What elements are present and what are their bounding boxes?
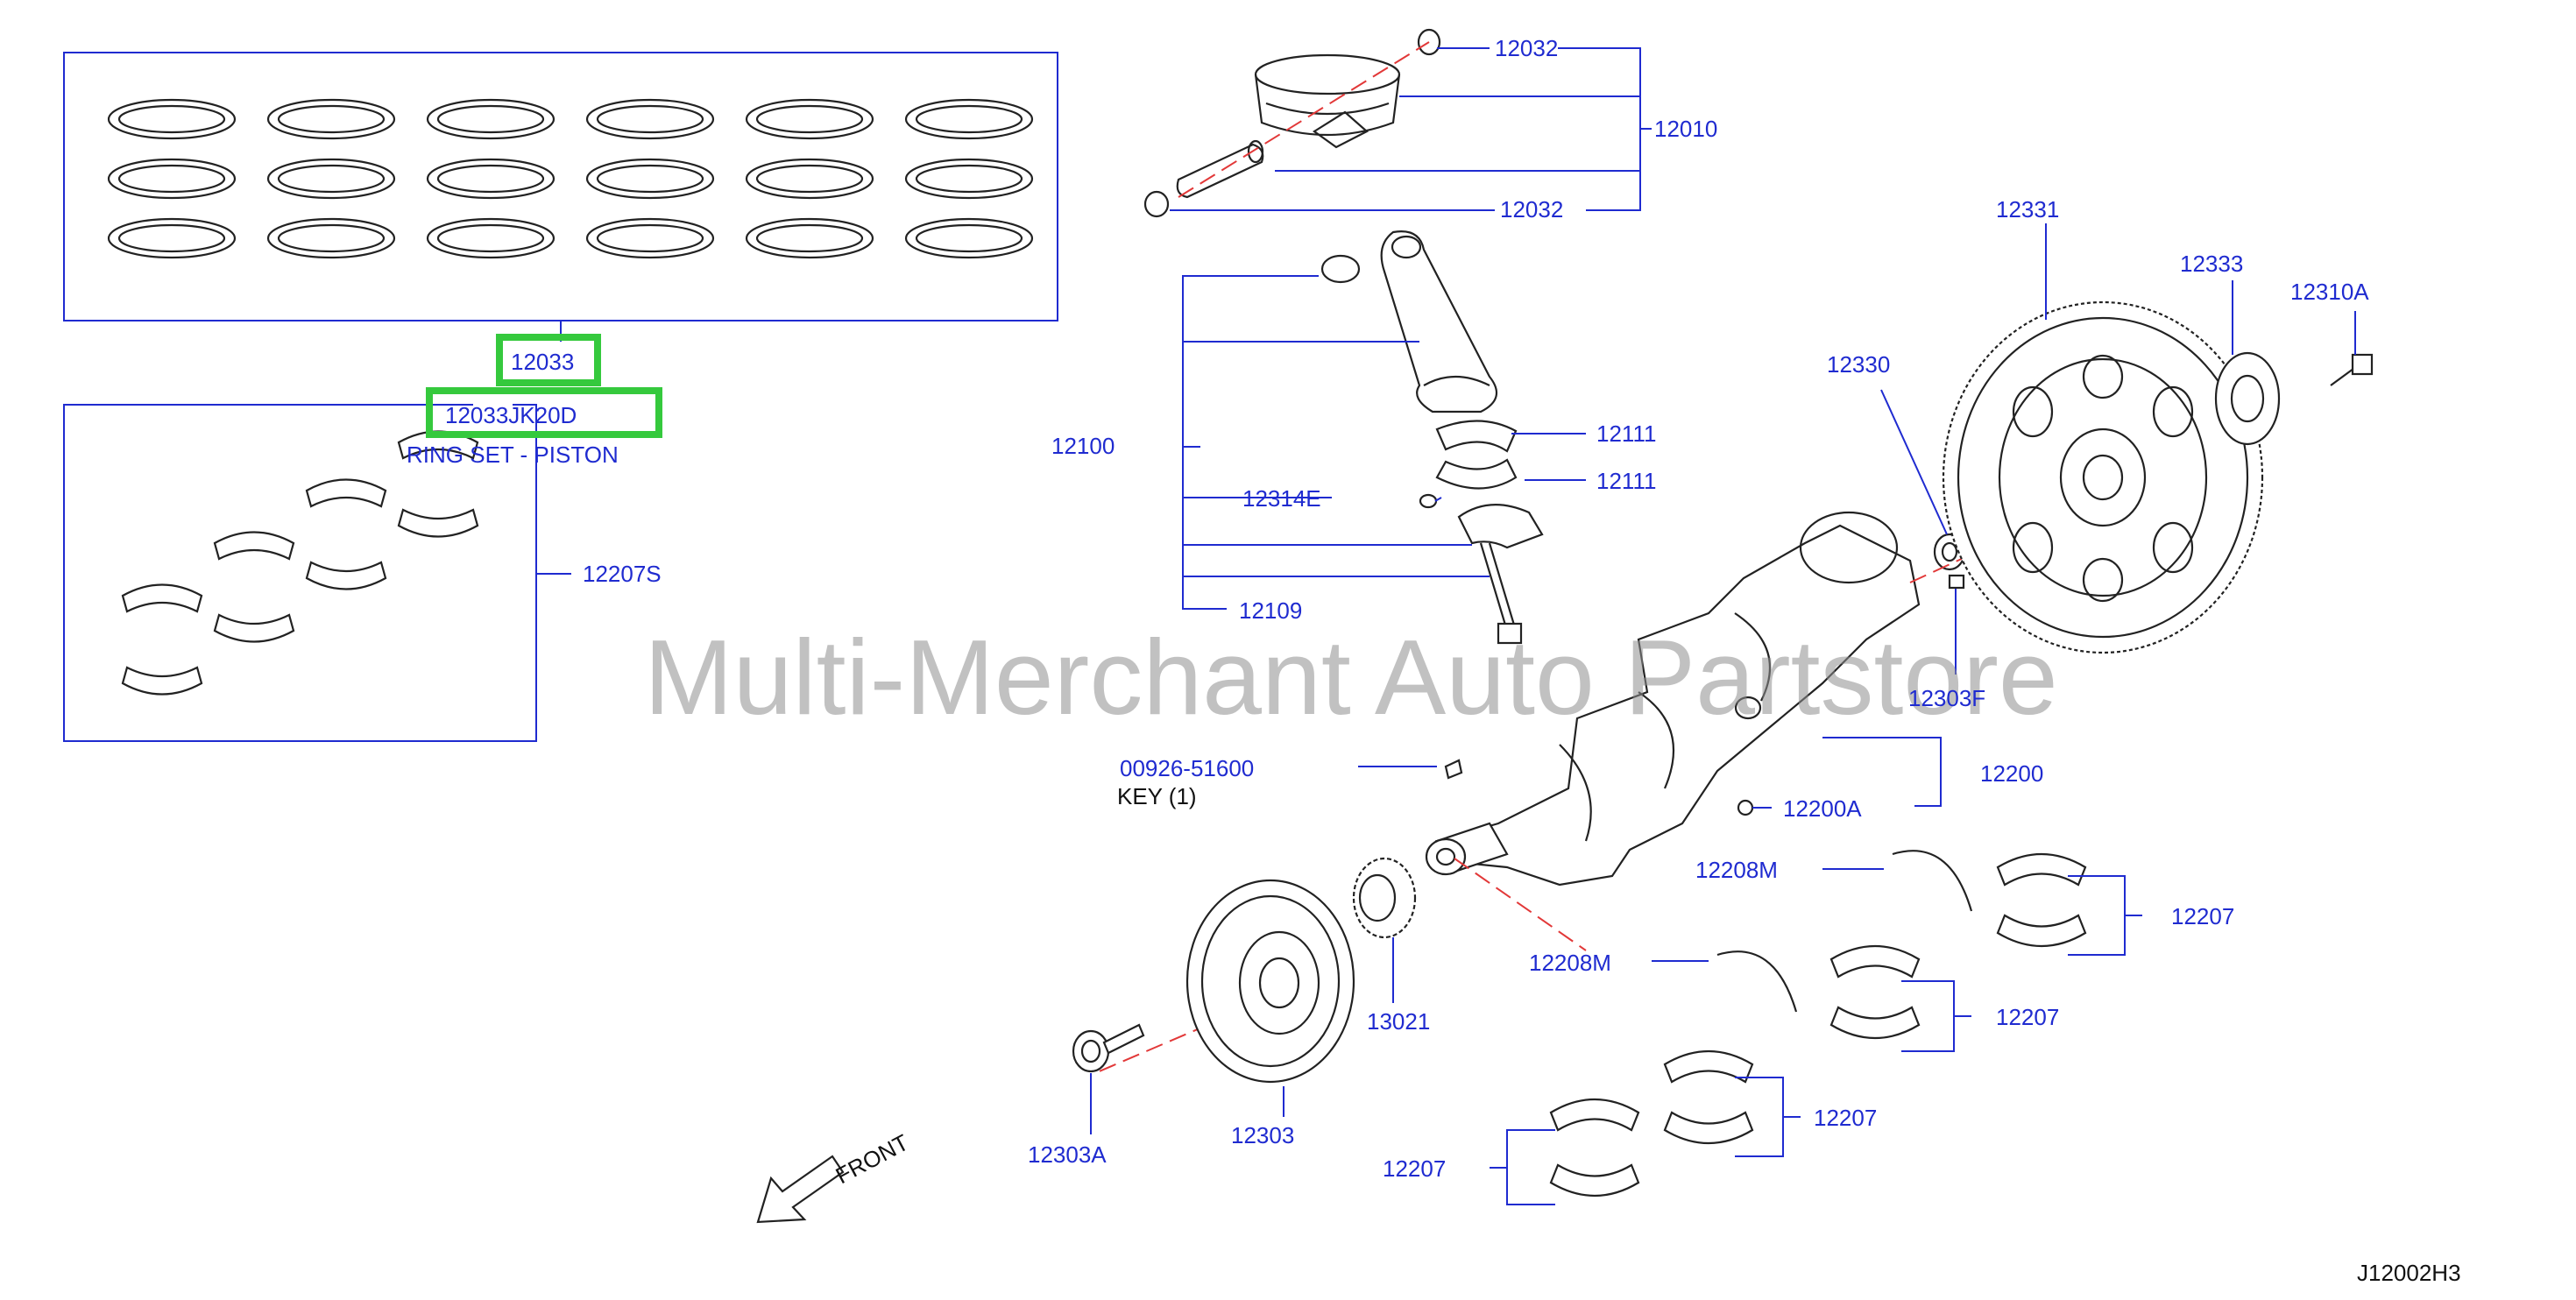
callout-12033[interactable]: 12033 [511, 349, 574, 375]
ring-group-6 [904, 98, 1034, 259]
callout-12111-upper[interactable]: 12111 [1596, 420, 1656, 447]
bearing-shell [121, 583, 203, 613]
callout-12207-third[interactable]: 12207 [1814, 1105, 1877, 1131]
main-bearing-pair-1[interactable] [1996, 853, 2087, 947]
front-direction-label: FRONT [832, 1129, 913, 1190]
callout-12207-second[interactable]: 12207 [1996, 1004, 2059, 1030]
connecting-rod-illustration[interactable] [1320, 230, 1544, 645]
bearing-shell [305, 561, 387, 590]
ring-group-5 [745, 98, 874, 259]
thrust-washer-2[interactable] [1716, 950, 1798, 1013]
bearing-shell [213, 531, 295, 561]
flywheel-bolt[interactable] [2330, 353, 2374, 386]
flywheel-illustration[interactable] [1942, 300, 2264, 654]
crank-key[interactable] [1444, 759, 1463, 780]
callout-12109[interactable]: 12109 [1239, 597, 1302, 624]
main-bearing-set-illustration[interactable] [63, 404, 537, 742]
callout-12207-first[interactable]: 12207 [2171, 903, 2234, 929]
callout-12207S[interactable]: 12207S [583, 561, 662, 587]
piston-ring-set-illustration[interactable] [63, 52, 1058, 321]
callout-12032-top[interactable]: 12032 [1495, 35, 1558, 61]
callout-12330[interactable]: 12330 [1827, 351, 1890, 378]
part-description: RING SET - PISTON [407, 442, 619, 468]
crankshaft-illustration[interactable] [1425, 511, 1921, 887]
piston-pin[interactable] [1176, 139, 1264, 199]
highlight-box-part-number [426, 387, 662, 438]
callout-12032-bottom[interactable]: 12032 [1500, 196, 1563, 223]
main-bearing-pair-2[interactable] [1829, 945, 1921, 1039]
ring-group-1 [107, 98, 237, 259]
callout-12333[interactable]: 12333 [2180, 251, 2243, 277]
front-arrow-icon [756, 1155, 845, 1224]
main-bearing-pair-3[interactable] [1663, 1050, 1754, 1144]
callout-12331[interactable]: 12331 [1996, 196, 2059, 223]
crankshaft-plug[interactable] [1737, 799, 1754, 816]
callout-12207-fourth[interactable]: 12207 [1383, 1155, 1446, 1182]
callout-00926-51600[interactable]: 00926-51600 [1120, 755, 1254, 781]
callout-12100[interactable]: 12100 [1051, 433, 1115, 459]
bearing-shell [397, 430, 479, 460]
reinforcement-plate[interactable] [2214, 351, 2281, 446]
bearing-shell [397, 508, 479, 538]
ring-group-3 [426, 98, 556, 259]
main-bearing-pair-4[interactable] [1549, 1099, 1640, 1197]
callout-12208M-lower[interactable]: 12208M [1529, 950, 1611, 976]
ring-group-2 [266, 98, 396, 259]
snap-ring-top[interactable] [1417, 28, 1441, 56]
highlight-box-12033 [496, 334, 601, 386]
callout-12208M-upper[interactable]: 12208M [1695, 857, 1778, 883]
bearing-shell [305, 478, 387, 508]
pulley-bolt[interactable] [1072, 1023, 1145, 1073]
crank-pulley-illustration[interactable] [1185, 879, 1355, 1084]
key-quantity-note: KEY (1) [1117, 783, 1197, 809]
leader-lines [1090, 47, 2356, 1205]
callout-12314E[interactable]: 12314E [1242, 485, 1321, 512]
dowel-pin[interactable] [1948, 574, 1965, 590]
bearing-shell [121, 666, 203, 696]
crank-sprocket[interactable] [1352, 857, 1417, 939]
bearing-shell [213, 613, 295, 643]
diagram-code: J12002H3 [2357, 1260, 2461, 1286]
callout-12200A[interactable]: 12200A [1783, 795, 1862, 822]
callout-12303A[interactable]: 12303A [1028, 1141, 1107, 1168]
callout-12310A[interactable]: 12310A [2290, 279, 2369, 305]
callout-13021[interactable]: 13021 [1367, 1008, 1430, 1035]
callout-12010[interactable]: 12010 [1654, 116, 1717, 142]
callout-12200[interactable]: 12200 [1980, 760, 2043, 787]
callout-12111-lower[interactable]: 12111 [1596, 468, 1656, 494]
snap-ring-bottom[interactable] [1143, 190, 1170, 218]
callout-12303[interactable]: 12303 [1231, 1122, 1294, 1148]
ring-group-4 [585, 98, 715, 259]
thrust-washer-1[interactable] [1892, 850, 1973, 912]
piston-illustration[interactable] [1254, 53, 1401, 149]
callout-12303F[interactable]: 12303F [1908, 685, 1985, 711]
part-number-highlight[interactable]: 12033JK20D [445, 402, 577, 428]
watermark-text: Multi-Merchant Auto Partstore [644, 618, 2058, 737]
